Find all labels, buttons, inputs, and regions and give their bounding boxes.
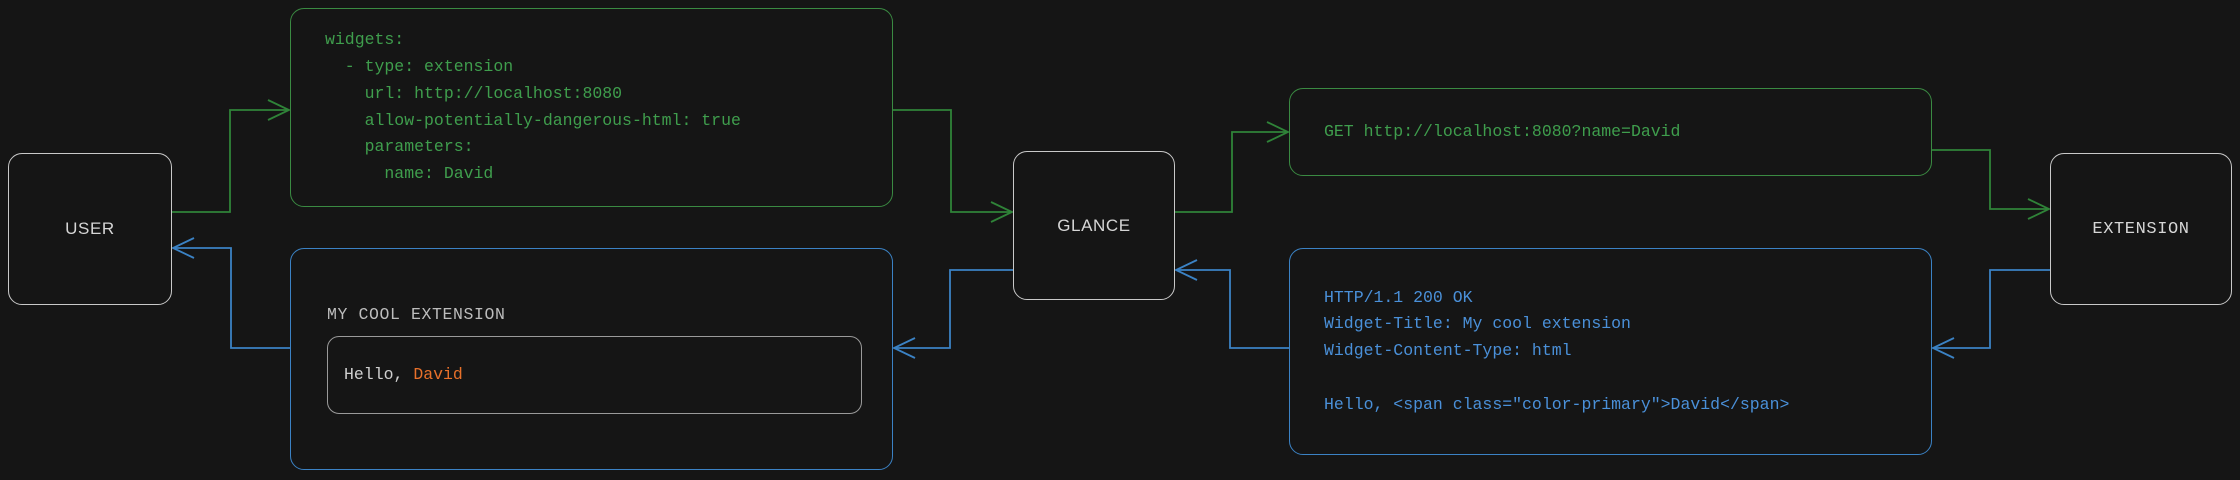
actor-glance[interactable]: GLANCE (1013, 151, 1175, 300)
message-config-yaml: widgets: - type: extension url: http://l… (290, 8, 893, 207)
connector-config-to-glance (893, 109, 1015, 223)
http-response-code: HTTP/1.1 200 OK Widget-Title: My cool ex… (1324, 287, 1790, 414)
message-http-response: HTTP/1.1 200 OK Widget-Title: My cool ex… (1289, 248, 1932, 455)
connector-user-to-config (172, 99, 292, 213)
connector-extension-to-response (1930, 269, 2050, 359)
actor-glance-label: GLANCE (1057, 215, 1131, 235)
actor-extension[interactable]: EXTENSION (2050, 153, 2232, 305)
config-yaml-code: widgets: - type: extension url: http://l… (325, 30, 741, 183)
connector-request-to-extension (1932, 149, 2052, 220)
widget-preview-greeting: Hello, (344, 365, 414, 384)
widget-preview-body: Hello, David (327, 335, 862, 414)
widget-preview-card: MY COOL EXTENSION Hello, David (290, 248, 893, 470)
connector-glance-to-request (1175, 121, 1291, 213)
actor-user-label: USER (65, 219, 115, 238)
actor-user[interactable]: USER (8, 153, 172, 305)
widget-preview-name: David (413, 365, 463, 384)
connector-widget-to-user (170, 237, 290, 349)
connector-response-to-glance (1173, 259, 1289, 349)
message-http-request: GET http://localhost:8080?name=David (1289, 88, 1932, 176)
actor-extension-label: EXTENSION (2092, 219, 2190, 239)
widget-preview-title: MY COOL EXTENSION (327, 304, 506, 324)
http-request-code: GET http://localhost:8080?name=David (1324, 121, 1681, 141)
connector-glance-to-widget (891, 269, 1013, 359)
